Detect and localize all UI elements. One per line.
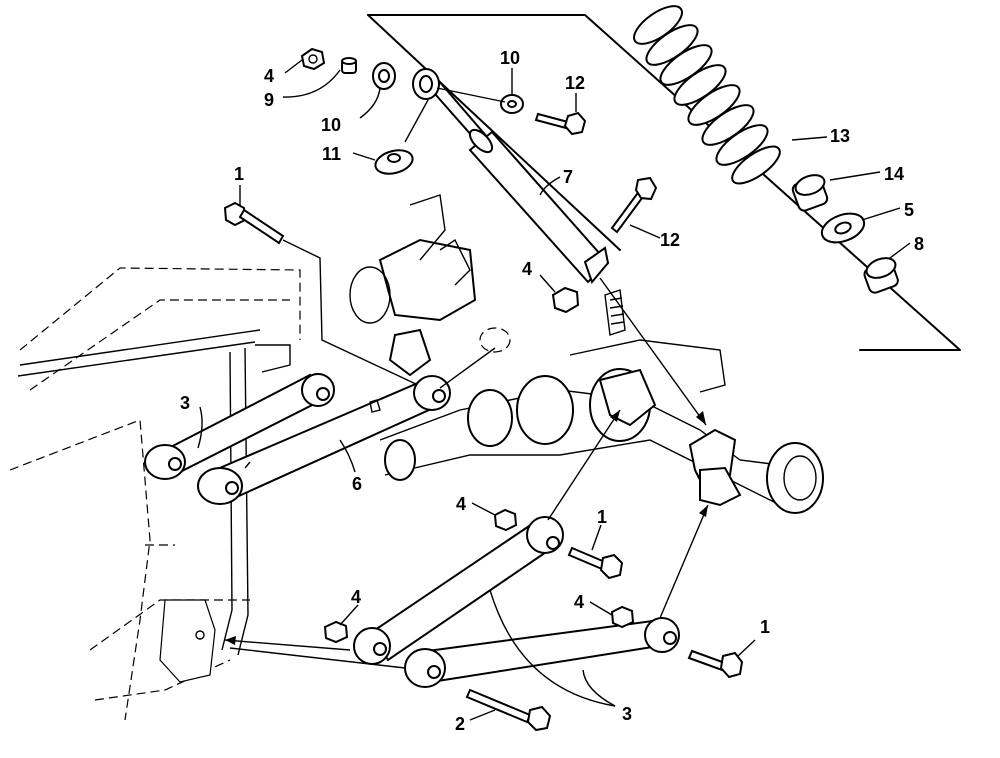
callout-1b: 1	[597, 507, 607, 527]
nut-upper-arm	[493, 508, 518, 532]
axle-housing	[349, 194, 824, 514]
top-spacer	[341, 57, 357, 74]
top-locknut	[300, 47, 326, 71]
shock-spring-inset-outline	[367, 14, 961, 351]
shock-top-hardware	[300, 47, 587, 175]
callout-4d: 4	[351, 587, 361, 607]
callout-1a: 1	[234, 164, 244, 184]
callout-6: 6	[352, 474, 362, 494]
spring-washer	[820, 212, 866, 244]
frame-outline	[9, 267, 301, 721]
nut-right-lower	[610, 605, 635, 629]
top-bolt	[534, 111, 587, 136]
callout-3a: 3	[180, 393, 190, 413]
callouts: 4 9 10 10 12 11 13 1 7 14 5 8 12 4 3 6 4…	[180, 48, 924, 734]
callout-4a: 4	[264, 66, 274, 86]
lower-hardware	[323, 508, 744, 732]
callout-12a: 12	[565, 73, 585, 93]
upper-link-bolt	[223, 201, 419, 386]
callout-9: 9	[264, 90, 274, 110]
callout-14: 14	[884, 164, 904, 184]
callout-8: 8	[914, 234, 924, 254]
bolt-bottom	[465, 688, 552, 732]
assembly-arrows	[224, 409, 709, 669]
bolt-right-lower	[687, 649, 744, 679]
callout-4b: 4	[522, 259, 532, 279]
callout-4c: 4	[456, 494, 466, 514]
shock-absorber	[412, 68, 610, 284]
spring-collar	[791, 174, 829, 212]
callout-13: 13	[830, 126, 850, 146]
callout-3b: 3	[622, 704, 632, 724]
callout-4e: 4	[574, 592, 584, 612]
callout-10a: 10	[321, 115, 341, 135]
callout-1c: 1	[760, 617, 770, 637]
lower-control-arms	[353, 516, 680, 688]
spring-seat-parts	[791, 174, 899, 294]
coil-spring	[633, 5, 781, 185]
spring-bushing	[863, 257, 899, 294]
callout-5: 5	[904, 200, 914, 220]
leader-lines	[197, 59, 911, 721]
callout-7: 7	[563, 167, 573, 187]
shock-washer	[374, 149, 414, 175]
callout-10b: 10	[500, 48, 520, 68]
shock-lower-hardware	[551, 176, 707, 426]
upper-control-arms	[144, 347, 496, 505]
callout-2: 2	[455, 714, 465, 734]
bolt-upper-arm	[567, 546, 624, 580]
top-washer	[500, 94, 524, 114]
callout-12b: 12	[660, 230, 680, 250]
nut-left-lower	[323, 620, 349, 644]
callout-11: 11	[322, 144, 341, 164]
top-bushing	[372, 62, 396, 90]
